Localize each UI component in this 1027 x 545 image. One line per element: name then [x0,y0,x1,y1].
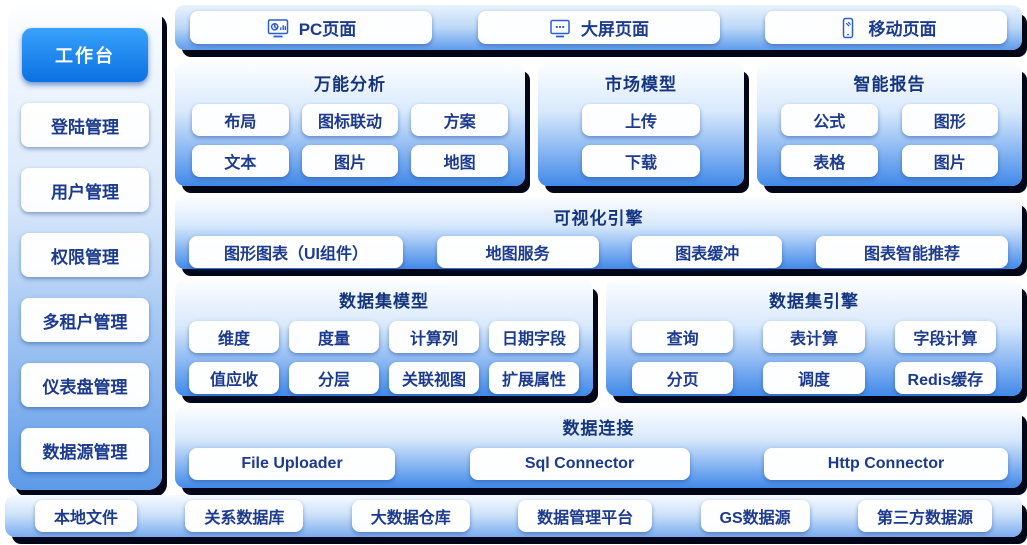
visual-item-chart-buffer[interactable]: 图表缓冲 [632,236,783,268]
visual-item-ui-components[interactable]: 图形图表（UI组件） [189,236,403,268]
dsengine-item-field-calc[interactable]: 字段计算 [894,321,996,353]
universal-analysis-title: 万能分析 [314,75,386,94]
connect-item-file-uploader[interactable]: File Uploader [189,448,395,480]
mobile-page-label: 移动页面 [868,20,937,39]
panel-market-model: 市场模型 上传 下载 [538,62,744,186]
source-item-local-file[interactable]: 本地文件 [35,500,138,532]
dsmodel-item-related-view[interactable]: 关联视图 [389,362,479,394]
dsengine-item-query[interactable]: 查询 [632,321,734,353]
dsmodel-item-calc-column[interactable]: 计算列 [389,321,479,353]
big-screen-page-label: 大屏页面 [581,20,649,39]
universal-analysis-items: 布局 图标联动 方案 文本 图片 地图 [175,95,525,177]
panel-universal-analysis: 万能分析 布局 图标联动 方案 文本 图片 地图 [175,62,525,186]
source-item-gs-datasource[interactable]: GS数据源 [700,500,810,532]
dsmodel-item-date-field[interactable]: 日期字段 [489,321,579,353]
panel-dataset-model: 数据集模型 维度 度量 计算列 日期字段 值应收 分层 关联视图 扩展属性 [175,279,593,396]
connect-item-sql-connector[interactable]: Sql Connector [469,448,690,480]
pc-page-label: PC页面 [298,20,357,39]
sidebar-item-multi-tenant-mgmt[interactable]: 多租户管理 [21,298,149,342]
dsengine-item-table-calc[interactable]: 表计算 [763,321,865,353]
market-model-title: 市场模型 [605,75,677,94]
smart-report-items: 公式 图形 表格 图片 [757,95,1022,177]
panel-smart-report: 智能报告 公式 图形 表格 图片 [757,62,1022,186]
visual-item-map-service[interactable]: 地图服务 [436,236,599,268]
panel-data-connect: 数据连接 File Uploader Sql Connector Http Co… [175,406,1022,488]
sidebar-item-datasource-mgmt[interactable]: 数据源管理 [21,428,149,472]
big-screen-page-button[interactable]: 大屏页面 [477,11,720,44]
page-types-bar: PC页面 大屏页面 移动页面 [175,5,1022,50]
pc-screen-icon [266,16,290,40]
analysis-item-map[interactable]: 地图 [411,145,508,177]
sidebar-item-workbench[interactable]: 工作台 [22,28,148,82]
market-item-upload[interactable]: 上传 [582,104,700,136]
row-dataset: 数据集模型 维度 度量 计算列 日期字段 值应收 分层 关联视图 扩展属性 数据… [175,279,1022,396]
sidebar-item-dashboard-mgmt[interactable]: 仪表盘管理 [21,363,149,407]
connect-item-http-connector[interactable]: Http Connector [764,448,1008,480]
dsmodel-item-measure[interactable]: 度量 [289,321,379,353]
dataset-engine-items: 查询 表计算 字段计算 分页 调度 Redis缓存 [606,312,1022,394]
report-item-image[interactable]: 图片 [901,145,998,177]
dsmodel-item-hierarchy[interactable]: 分层 [289,362,379,394]
sidebar: 工作台 登陆管理 用户管理 权限管理 多租户管理 仪表盘管理 数据源管理 [8,5,162,490]
smart-report-title: 智能报告 [853,75,926,94]
analysis-item-chart-linkage[interactable]: 图标联动 [301,104,399,136]
panel-dataset-engine: 数据集引擎 查询 表计算 字段计算 分页 调度 Redis缓存 [606,279,1022,396]
dataset-model-items: 维度 度量 计算列 日期字段 值应收 分层 关联视图 扩展属性 [175,312,593,394]
dsmodel-item-dimension[interactable]: 维度 [189,321,279,353]
visual-item-chart-recommend[interactable]: 图表智能推荐 [815,236,1008,268]
mobile-phone-icon [836,16,860,40]
data-connect-items: File Uploader Sql Connector Http Connect… [175,439,1022,480]
dsmodel-item-extended-attr[interactable]: 扩展属性 [489,362,579,394]
analysis-item-scheme[interactable]: 方案 [411,104,508,136]
market-item-download[interactable]: 下载 [582,145,700,177]
dsengine-item-pagination[interactable]: 分页 [632,362,734,394]
analysis-item-image[interactable]: 图片 [301,145,399,177]
sidebar-item-login-mgmt[interactable]: 登陆管理 [21,103,149,147]
dataset-engine-title: 数据集引擎 [769,292,859,311]
dsengine-item-redis-cache[interactable]: Redis缓存 [894,362,996,394]
report-item-graph[interactable]: 图形 [901,104,998,136]
source-item-third-party-datasource[interactable]: 第三方数据源 [857,500,992,532]
big-screen-icon [548,16,572,40]
sidebar-item-permission-mgmt[interactable]: 权限管理 [21,233,149,277]
dsmodel-item-value-receive[interactable]: 值应收 [189,362,279,394]
analysis-item-layout[interactable]: 布局 [192,104,289,136]
analysis-item-text[interactable]: 文本 [192,145,289,177]
sidebar-item-user-mgmt[interactable]: 用户管理 [21,168,149,212]
data-connect-title: 数据连接 [562,419,635,438]
panel-data-sources: 本地文件 关系数据库 大数据仓库 数据管理平台 GS数据源 第三方数据源 [5,495,1022,537]
row-analysis-market-report: 万能分析 布局 图标联动 方案 文本 图片 地图 市场模型 上传 下载 智能报告… [175,62,1022,186]
source-item-big-data-warehouse[interactable]: 大数据仓库 [351,500,470,532]
dsengine-item-schedule[interactable]: 调度 [763,362,865,394]
dataset-model-title: 数据集模型 [339,292,429,311]
report-item-formula[interactable]: 公式 [781,104,878,136]
market-model-items: 上传 下载 [538,95,744,177]
visual-engine-title: 可视化引擎 [553,209,644,228]
pc-page-button[interactable]: PC页面 [190,11,432,44]
source-item-relational-db[interactable]: 关系数据库 [185,500,304,532]
source-item-data-mgmt-platform[interactable]: 数据管理平台 [518,500,653,532]
report-item-table[interactable]: 表格 [781,145,878,177]
mobile-page-button[interactable]: 移动页面 [765,11,1007,44]
panel-visual-engine: 可视化引擎 图形图表（UI组件） 地图服务 图表缓冲 图表智能推荐 [175,196,1022,269]
visual-engine-items: 图形图表（UI组件） 地图服务 图表缓冲 图表智能推荐 [175,229,1022,268]
